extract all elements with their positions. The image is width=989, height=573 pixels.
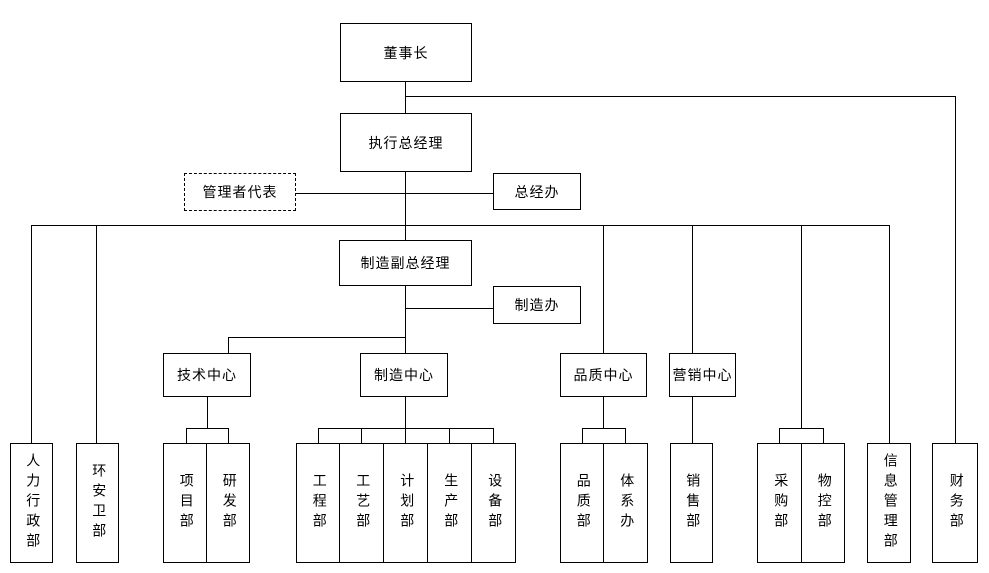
node-process: 工艺部	[339, 443, 384, 563]
node-exec-gm: 执行总经理	[340, 113, 472, 172]
connector-chairman-execgm	[405, 82, 406, 113]
node-sales: 销售部	[670, 443, 713, 563]
node-quality-center: 品质中心	[560, 353, 647, 397]
bracket-purchasing	[779, 428, 824, 429]
node-marketing-center-label: 营销中心	[672, 368, 733, 384]
node-planning: 计划部	[383, 443, 428, 563]
node-production: 生产部	[427, 443, 472, 563]
node-finance-label: 财务部	[947, 473, 964, 533]
node-ehs: 环安卫部	[76, 443, 119, 563]
node-hr-admin: 人力行政部	[10, 443, 53, 563]
node-mfg-center: 制造中心	[360, 353, 448, 397]
node-production-label: 生产部	[442, 473, 459, 533]
node-mgmt-rep-label: 管理者代表	[202, 185, 278, 201]
connector-mfg-office	[405, 308, 493, 309]
stub-purchasing	[779, 428, 780, 443]
connector-mgmtrep-gmoffice	[296, 193, 493, 194]
connector-distribution-line	[31, 225, 890, 226]
node-hr-admin-label: 人力行政部	[24, 453, 41, 553]
connector-info-mgmt	[889, 225, 890, 443]
node-process-label: 工艺部	[354, 473, 371, 533]
node-tech-center: 技术中心	[163, 353, 251, 397]
node-chairman: 董事长	[340, 23, 472, 82]
node-quality-dept: 品质部	[560, 443, 604, 563]
stub-engineering	[318, 428, 319, 443]
node-info-mgmt: 信息管理部	[867, 443, 911, 563]
stub-process	[361, 428, 362, 443]
bracket-tech	[186, 428, 229, 429]
node-info-mgmt-label: 信息管理部	[881, 453, 898, 553]
node-sales-label: 销售部	[684, 473, 701, 533]
connector-purchasing-group	[801, 225, 802, 428]
node-quality-center-label: 品质中心	[573, 368, 634, 384]
connector-quality-center	[603, 225, 604, 353]
connector-qualitycenter-feed	[603, 397, 604, 428]
stub-equipment	[493, 428, 494, 443]
bracket-quality	[582, 428, 626, 429]
node-mfg-office: 制造办	[493, 286, 581, 324]
connector-execgm-mfgdeputy	[405, 172, 406, 240]
connector-ehs	[96, 225, 97, 443]
stub-system-office	[625, 428, 626, 443]
node-quality-dept-label: 品质部	[574, 473, 591, 533]
node-gm-office-label: 总经办	[514, 184, 560, 201]
node-equipment-label: 设备部	[486, 473, 503, 533]
node-mfg-deputy-gm-label: 制造副总经理	[360, 256, 451, 272]
connector-chairman-finance-h	[405, 96, 956, 97]
node-engineering: 工程部	[296, 443, 340, 563]
node-purchasing: 采购部	[757, 443, 802, 563]
node-system-office-label: 体系办	[618, 473, 635, 533]
connector-tech-feed	[207, 397, 208, 428]
connector-centers-bracket	[228, 337, 405, 338]
node-project-label: 项目部	[177, 473, 194, 533]
node-mfg-deputy-gm: 制造副总经理	[339, 240, 472, 286]
node-exec-gm-label: 执行总经理	[368, 135, 444, 152]
node-ehs-label: 环安卫部	[90, 463, 107, 543]
node-mfg-center-label: 制造中心	[374, 368, 434, 384]
node-rnd: 研发部	[206, 443, 250, 563]
node-gm-office: 总经办	[493, 173, 581, 210]
connector-marketing-center	[692, 225, 693, 353]
connector-mfgdeputy-down	[405, 286, 406, 353]
stub-material-control	[823, 428, 824, 443]
node-mfg-office-label: 制造办	[514, 298, 560, 314]
node-engineering-label: 工程部	[310, 473, 327, 533]
node-chairman-label: 董事长	[383, 45, 429, 62]
node-purchasing-label: 采购部	[772, 473, 789, 533]
node-material-control-label: 物控部	[815, 473, 832, 533]
connector-tech-center-stub	[228, 337, 229, 353]
node-planning-label: 计划部	[398, 473, 415, 533]
node-material-control: 物控部	[801, 443, 845, 563]
connector-sales	[692, 397, 693, 443]
stub-production	[449, 428, 450, 443]
connector-mfgcenter-feed	[405, 397, 406, 428]
stub-planning	[405, 428, 406, 443]
bracket-mfg	[318, 428, 494, 429]
node-rnd-label: 研发部	[220, 473, 237, 533]
connector-hr-admin	[31, 225, 32, 443]
node-tech-center-label: 技术中心	[177, 368, 237, 384]
node-marketing-center: 营销中心	[669, 353, 736, 397]
node-finance: 财务部	[932, 443, 978, 563]
stub-project	[186, 428, 187, 443]
node-mgmt-rep: 管理者代表	[184, 173, 296, 211]
stub-rnd	[228, 428, 229, 443]
connector-finance-v	[955, 96, 956, 443]
node-project: 项目部	[163, 443, 207, 563]
node-system-office: 体系办	[603, 443, 648, 563]
stub-quality-dept	[582, 428, 583, 443]
node-equipment: 设备部	[471, 443, 516, 563]
